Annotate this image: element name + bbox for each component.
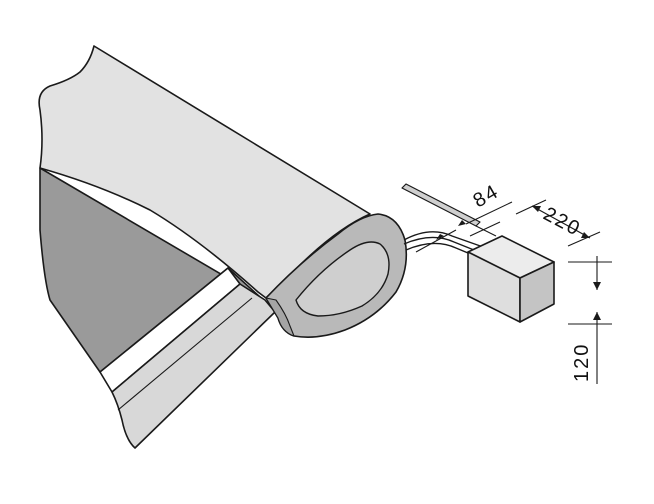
end-cap-recess (295, 241, 390, 317)
cable-lead (401, 183, 481, 227)
cable-1 (403, 231, 487, 249)
dimension-120-label: 120 (571, 343, 593, 382)
rail-groove-line (117, 297, 253, 411)
dimension-220-label: 220 (540, 203, 585, 241)
cable-2 (403, 236, 485, 255)
cable-lead-end (475, 225, 497, 237)
control-box-side (519, 261, 555, 323)
dimension-120: 120 (568, 256, 612, 384)
cable-3 (405, 242, 481, 259)
awning-front-rail (111, 283, 276, 449)
dimension-84-label: 84 (470, 180, 504, 212)
dimension-220: 220 (515, 199, 601, 247)
end-cap-edge (265, 297, 295, 337)
